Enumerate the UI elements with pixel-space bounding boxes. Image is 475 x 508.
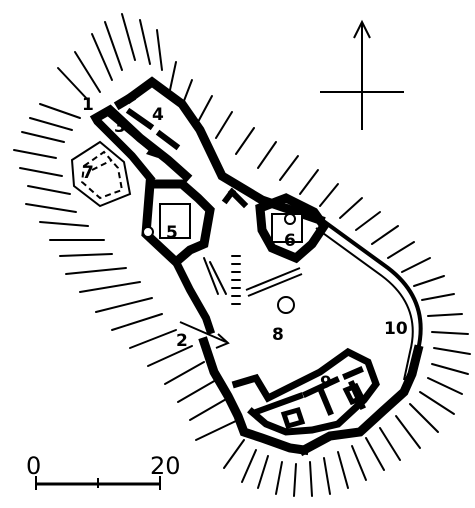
room-labels: 1 2 3 4 5 6 7 8 9 10 (82, 95, 408, 393)
slope-hachures (13, 13, 471, 497)
label-9: 9 (320, 373, 332, 393)
entrance-arrows (103, 111, 230, 349)
scale-end-label: 20 (150, 452, 181, 480)
cistern-icon (277, 296, 295, 314)
label-6: 6 (284, 231, 296, 251)
tower-interiors (142, 203, 303, 314)
well-tower-6-icon (284, 213, 296, 225)
label-1: 1 (82, 95, 94, 115)
label-3: 3 (114, 117, 126, 137)
label-5: 5 (166, 223, 178, 243)
entrance-arrow-2-icon (179, 321, 227, 343)
scale-bar: 0 20 (26, 452, 181, 490)
scale-start-label: 0 (26, 452, 41, 480)
label-4: 4 (152, 105, 164, 125)
north-arrow-icon (320, 19, 404, 130)
curtain-wall (89, 76, 424, 457)
label-10: 10 (384, 319, 408, 339)
label-2: 2 (176, 331, 188, 351)
entrance-arrow-1-icon (103, 111, 155, 155)
well-tower-5-icon (142, 226, 154, 238)
room-7-ruins (70, 140, 132, 208)
label-7: 7 (82, 163, 94, 183)
label-8: 8 (272, 325, 284, 345)
